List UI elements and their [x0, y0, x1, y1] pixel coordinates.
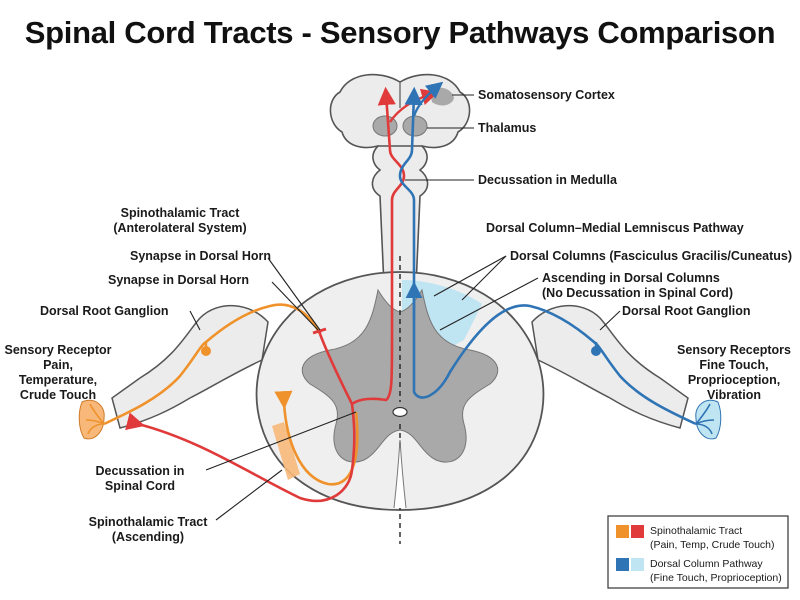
synapse-bar	[312, 327, 327, 335]
label-synapse-1: Synapse in Dorsal Horn	[130, 249, 271, 263]
spinothalamic-band	[272, 422, 300, 480]
label-receptor-right-3: Proprioception,	[688, 373, 780, 387]
right-nerve	[531, 305, 722, 440]
label-synapse-2: Synapse in Dorsal Horn	[108, 273, 249, 287]
legend-spinothalamic-line2: (Pain, Temp, Crude Touch)	[650, 539, 775, 551]
label-receptor-left-2: Pain,	[43, 358, 73, 372]
legend: Spinothalamic Tract (Pain, Temp, Crude T…	[607, 515, 789, 589]
label-dorsal-columns: Dorsal Columns (Fasciculus Gracilis/Cune…	[510, 249, 792, 263]
spinothalamic-red-lower	[125, 403, 356, 503]
label-receptor-right-4: Vibration	[707, 388, 761, 402]
label-ascending-1: Ascending in Dorsal Columns	[542, 271, 720, 285]
right-receptor-endings	[695, 403, 715, 435]
left-receptor-endings	[85, 403, 105, 435]
lead-ascending	[439, 277, 539, 331]
legend-swatch-dorsal-b	[631, 558, 644, 571]
anterior-median-fissure	[393, 439, 407, 509]
label-receptor-left-4: Crude Touch	[20, 388, 96, 402]
label-drg-left: Dorsal Root Ganglion	[40, 304, 168, 318]
leader-lines	[189, 94, 621, 521]
lead-synapse-1	[267, 257, 321, 331]
lead-drg-left	[189, 310, 201, 331]
legend-dorsal-line1: Dorsal Column Pathway	[650, 558, 763, 570]
label-drg-right: Dorsal Root Ganglion	[622, 304, 750, 318]
label-spinothalamic-asc-1: Spinothalamic Tract	[89, 515, 209, 529]
label-spinothalamic-title-1: Spinothalamic Tract	[121, 206, 241, 220]
label-spinothalamic-title-2: (Anterolateral System)	[113, 221, 246, 235]
left-nerve	[78, 305, 269, 440]
lead-decussation-spinal	[205, 411, 357, 471]
dorsal-column-pathway	[398, 86, 697, 426]
legend-swatch-dorsal-a	[616, 558, 629, 571]
label-decussation-spinal-2: Spinal Cord	[105, 479, 175, 493]
left-nerve-root	[111, 305, 269, 429]
label-somatosensory-cortex: Somatosensory Cortex	[478, 88, 615, 102]
spinothalamic-orange-loop	[274, 390, 359, 486]
lead-synapse-2	[271, 281, 319, 331]
page-title: Spinal Cord Tracts - Sensory Pathways Co…	[25, 15, 775, 50]
label-receptor-left-3: Temperature,	[19, 373, 97, 387]
label-ascending-2: (No Decussation in Spinal Cord)	[542, 286, 733, 300]
legend-swatch-spinothalamic-b	[631, 525, 644, 538]
label-receptor-left-1: Sensory Receptor	[5, 343, 112, 357]
legend-spinothalamic-line1: Spinothalamic Tract	[650, 525, 742, 537]
label-spinothalamic-asc-2: (Ascending)	[112, 530, 184, 544]
lead-dorsal-columns-a	[433, 255, 507, 297]
label-dcml-title: Dorsal Column–Medial Lemniscus Pathway	[486, 221, 744, 235]
central-canal	[392, 406, 408, 418]
label-receptor-right-2: Fine Touch,	[699, 358, 768, 372]
label-thalamus: Thalamus	[478, 121, 536, 135]
dorsal-column-to-cortex	[412, 81, 444, 117]
right-nerve-root	[531, 305, 689, 429]
legend-swatch-spinothalamic-a	[616, 525, 629, 538]
lead-spinothalamic-asc	[215, 469, 283, 521]
label-decussation-spinal-1: Decussation in	[96, 464, 185, 478]
spinal-cord-section	[255, 256, 545, 544]
lead-dorsal-columns-b	[461, 255, 507, 301]
label-decussation-medulla: Decussation in Medulla	[478, 173, 618, 187]
legend-dorsal-line2: (Fine Touch, Proprioception)	[650, 572, 782, 584]
label-receptor-right-1: Sensory Receptors	[677, 343, 791, 357]
lead-drg-right	[599, 310, 621, 331]
thalamus-right	[402, 115, 428, 137]
